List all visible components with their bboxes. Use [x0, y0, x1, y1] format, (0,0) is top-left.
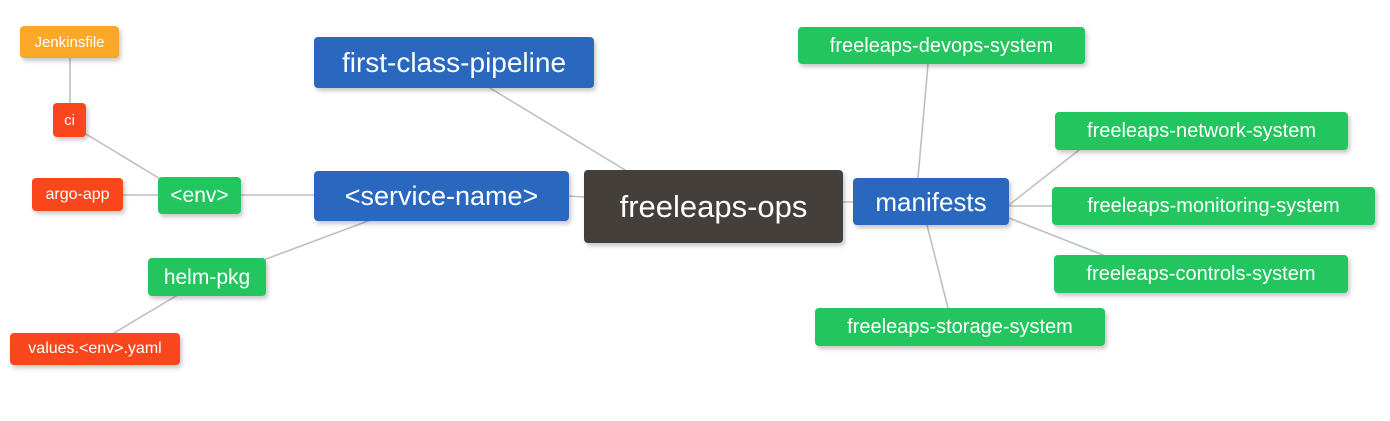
node-label-freeleaps-monitoring-system: freeleaps-monitoring-system — [1087, 195, 1340, 217]
node-freeleaps-controls-system[interactable]: freeleaps-controls-system — [1054, 255, 1348, 293]
node-label-freeleaps-network-system: freeleaps-network-system — [1087, 120, 1316, 142]
node-label-service-name: <service-name> — [344, 180, 539, 211]
node-label-first-class-pipeline: first-class-pipeline — [341, 46, 567, 78]
node-label-freeleaps-devops-system: freeleaps-devops-system — [829, 34, 1054, 57]
node-label-freeleaps-ops: freeleaps-ops — [619, 189, 808, 224]
edge-helm-pkg-to-values-env-yaml — [113, 295, 177, 334]
node-label-freeleaps-storage-system: freeleaps-storage-system — [847, 316, 1073, 338]
node-jenkinsfile[interactable]: Jenkinsfile — [20, 26, 119, 58]
edge-service-name-to-helm-pkg — [265, 220, 369, 260]
edge-service-name-to-freeleaps-ops — [568, 195, 585, 198]
node-freeleaps-monitoring-system[interactable]: freeleaps-monitoring-system — [1052, 187, 1375, 225]
edge-manifests-to-freeleaps-devops-system — [917, 63, 929, 179]
edge-ci-to-env — [85, 133, 163, 181]
edge-first-class-pipeline-to-freeleaps-ops — [489, 87, 626, 171]
node-service-name[interactable]: <service-name> — [314, 171, 569, 221]
node-label-values-env-yaml: values.<env>.yaml — [28, 340, 162, 357]
node-label-env: <env> — [170, 184, 229, 207]
node-manifests[interactable]: manifests — [853, 178, 1009, 225]
node-label-ci: ci — [64, 111, 75, 129]
node-freeleaps-storage-system[interactable]: freeleaps-storage-system — [815, 308, 1105, 346]
node-freeleaps-ops[interactable]: freeleaps-ops — [584, 170, 843, 243]
node-ci[interactable]: ci — [53, 103, 86, 137]
node-env[interactable]: <env> — [158, 177, 241, 214]
node-freeleaps-network-system[interactable]: freeleaps-network-system — [1055, 112, 1348, 150]
node-freeleaps-devops-system[interactable]: freeleaps-devops-system — [798, 27, 1085, 64]
node-first-class-pipeline[interactable]: first-class-pipeline — [314, 37, 594, 88]
node-values-env-yaml[interactable]: values.<env>.yaml — [10, 333, 180, 365]
node-label-helm-pkg: helm-pkg — [163, 265, 251, 289]
node-helm-pkg[interactable]: helm-pkg — [148, 258, 266, 296]
edge-manifests-to-freeleaps-storage-system — [926, 224, 949, 309]
node-label-argo-app: argo-app — [45, 185, 110, 203]
node-argo-app[interactable]: argo-app — [32, 178, 123, 211]
node-label-freeleaps-controls-system: freeleaps-controls-system — [1086, 263, 1316, 285]
node-label-jenkinsfile: Jenkinsfile — [34, 33, 105, 51]
node-label-manifests: manifests — [875, 186, 987, 217]
